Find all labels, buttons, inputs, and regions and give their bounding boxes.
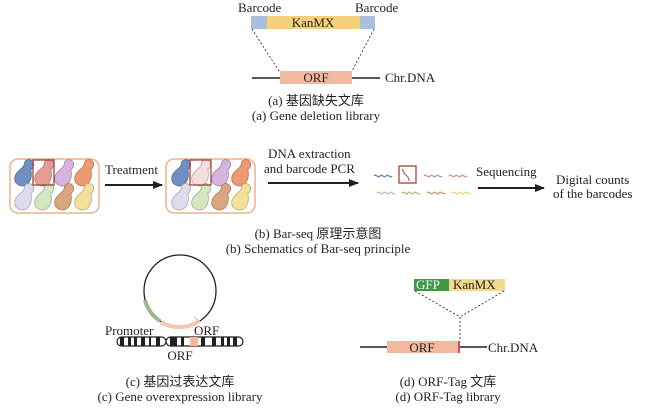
barcode-fragment — [401, 191, 421, 195]
insertion-line-right — [351, 28, 375, 72]
barcode-fragment — [376, 191, 396, 195]
promoter-segment — [143, 299, 162, 323]
barcode-fragment — [423, 174, 443, 178]
barcode-right-segment — [360, 16, 375, 29]
highlight-box-barcode — [398, 165, 417, 184]
gfp-label: GFP — [416, 277, 440, 292]
kanmx-segment — [267, 16, 360, 29]
highlight-box-before — [32, 159, 55, 186]
caption-a-en: (a) Gene deletion library — [251, 108, 381, 123]
digital-counts-label-1: Digital counts — [556, 172, 630, 187]
yeast-cell — [229, 156, 255, 189]
insertion-line-left — [251, 28, 280, 72]
promoter-label: Promoter — [105, 323, 154, 338]
orf-segment-d — [387, 341, 459, 353]
yeast-cell — [209, 180, 235, 213]
panel-d-orf-tag — [360, 279, 505, 353]
chromosome — [116, 336, 244, 347]
digital-counts-label-2: of the barcodes — [553, 186, 633, 201]
orf-segment — [280, 71, 352, 84]
caption-b-en: (b) Schematics of Bar-seq principle — [225, 241, 411, 256]
barcode-fragment — [373, 174, 393, 178]
chr-dna-label: Chr.DNA — [385, 70, 436, 85]
dna-extraction-label-2: and barcode PCR — [264, 161, 355, 176]
strain-pool-after — [165, 158, 256, 214]
chr-dna-label-d: Chr.DNA — [488, 340, 539, 355]
dna-extraction-label-1: DNA extraction — [268, 146, 351, 161]
caption-d-en: (d) ORF-Tag library — [395, 389, 501, 404]
caption-b-zh: (b) Bar-seq 原理示意图 — [254, 226, 382, 241]
panel-a-gene-deletion — [251, 16, 380, 84]
caption-a-zh: (a) 基因缺失文库 — [268, 93, 364, 108]
orf-locus — [190, 337, 198, 346]
panel-c-overexpression — [116, 254, 244, 347]
orf-label: ORF — [303, 70, 329, 85]
panel-b-barseq — [9, 156, 545, 214]
yeast-cell — [52, 180, 78, 213]
yeast-cells-after — [169, 156, 255, 213]
caption-d-zh: (d) ORF-Tag 文库 — [399, 374, 497, 389]
barcode-fragment — [448, 174, 468, 178]
yeast-cells-before — [12, 156, 98, 213]
orf-chromosome-label: ORF — [167, 348, 193, 363]
orf-label-d: ORF — [409, 340, 435, 355]
treatment-label: Treatment — [105, 162, 158, 177]
caption-c-zh: (c) 基因过表达文库 — [125, 374, 235, 389]
yeast-cell — [52, 156, 78, 189]
barcode-left-segment — [251, 16, 267, 29]
barcode-right-label: Barcode — [355, 0, 399, 15]
orf-plasmid-label: ORF — [194, 323, 220, 338]
kanmx-label: KanMX — [291, 15, 335, 30]
kanmx-label-d: KanMX — [453, 277, 496, 292]
kanmx-segment-d — [449, 279, 505, 291]
yeast-cell — [72, 180, 98, 213]
orf-direction-arrow — [192, 316, 202, 326]
barcode-fragments — [373, 168, 471, 195]
caption-c-en: (c) Gene overexpression library — [97, 389, 263, 404]
yeast-cell — [229, 180, 255, 213]
barcode-fragment — [451, 191, 471, 195]
orf-segment-plasmid — [159, 320, 200, 330]
stop-marker — [458, 341, 460, 353]
yeast-cell — [209, 156, 235, 189]
insertion-line-right-d — [459, 290, 505, 318]
gfp-segment — [414, 279, 449, 291]
barcode-fragment — [401, 168, 410, 182]
yeast-cell — [32, 156, 58, 189]
sequencing-label: Sequencing — [476, 164, 537, 179]
highlight-box-after — [189, 159, 212, 186]
barcode-fragment — [426, 191, 446, 195]
barcode-left-label: Barcode — [238, 0, 282, 15]
yeast-cell — [72, 156, 98, 189]
yeast-cell — [189, 156, 215, 189]
strain-pool-before — [9, 158, 100, 214]
insertion-line-left-d — [414, 290, 461, 318]
